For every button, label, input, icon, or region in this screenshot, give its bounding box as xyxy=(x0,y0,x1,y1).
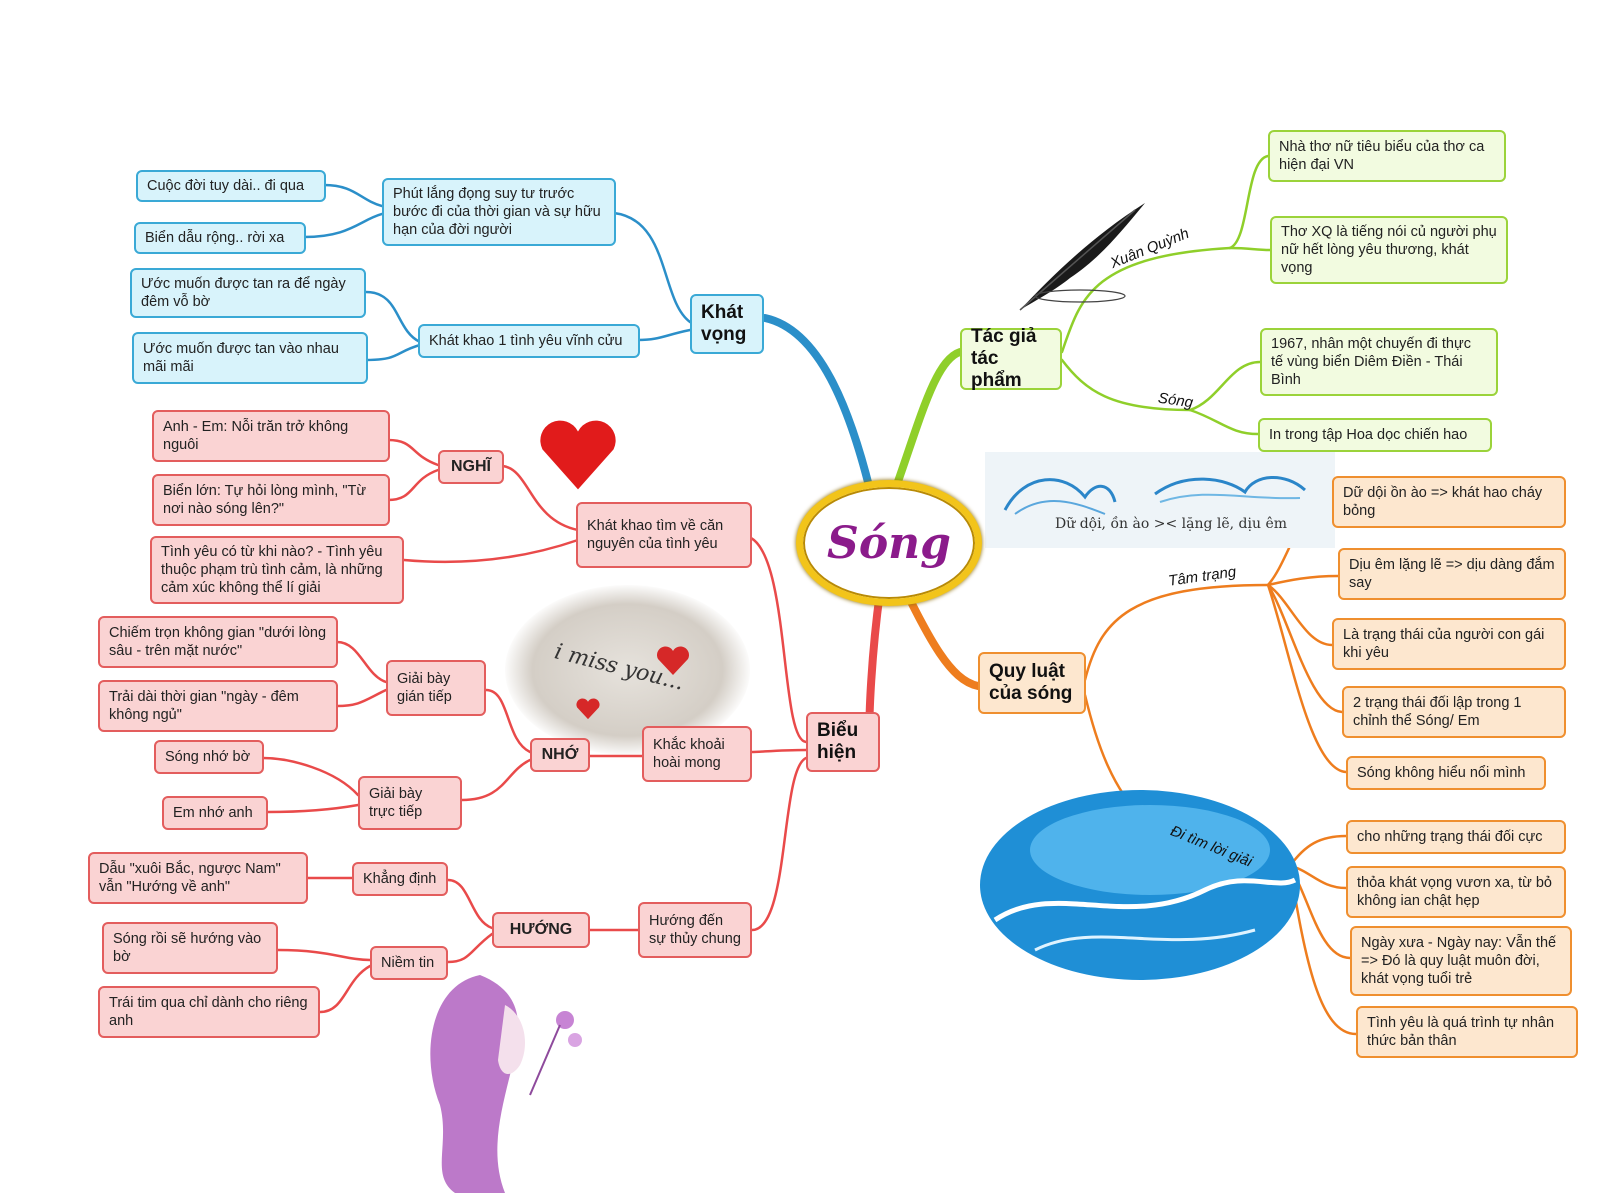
mood-item-1[interactable]: Dữ dội ồn ào => khát hao cháy bỏng xyxy=(1332,476,1566,528)
work-item-1-text: 1967, nhân một chuyến đi thực tế vùng bi… xyxy=(1271,336,1471,388)
indirect-node[interactable]: Giải bày gián tiếp xyxy=(386,660,486,716)
answer-item-4[interactable]: Tình yêu là quá trình tự nhân thức bản t… xyxy=(1356,1006,1578,1058)
mood-item-5[interactable]: Sóng không hiểu nổi mình xyxy=(1346,756,1546,790)
nghi-text: NGHĨ xyxy=(451,458,491,475)
indirect-item-2-text: Trải dài thời gian "ngày - đêm không ngủ… xyxy=(109,689,299,723)
direction-node[interactable]: Hướng đến sự thủy chung xyxy=(638,902,752,958)
belief-text: Niềm tin xyxy=(381,955,435,971)
nghi-item-1-text: Anh - Em: Nỗi trăn trở không nguôi xyxy=(163,419,349,453)
huong-node[interactable]: HƯỚNG xyxy=(492,912,590,948)
moment-item-2[interactable]: Biển dẫu rộng.. rời xa xyxy=(134,222,306,254)
wave-sketch-icon xyxy=(1003,476,1307,515)
girl-flower-icon xyxy=(430,975,582,1193)
mood-item-1-text: Dữ dội ồn ào => khát hao cháy bỏng xyxy=(1343,485,1543,519)
tac-gia-title: Tác giả tác phẩm xyxy=(971,326,1037,391)
heart-icon xyxy=(576,698,600,720)
wave-caption-text: Dữ dội, ồn ào >< lặng lẽ, dịu êm xyxy=(1055,516,1288,532)
longing-node[interactable]: Khắc khoải hoài mong xyxy=(642,726,752,782)
nghi-item-1[interactable]: Anh - Em: Nỗi trăn trở không nguôi xyxy=(152,410,390,462)
belief-item-1-text: Sóng rồi sẽ hướng vào bờ xyxy=(113,931,262,965)
direct-item-1[interactable]: Sóng nhớ bờ xyxy=(154,740,264,774)
moment-text: Phút lắng đọng suy tư trước bước đi của … xyxy=(393,186,601,238)
affirm-item-text: Dẫu "xuôi Bắc, ngược Nam" vẫn "Hướng về … xyxy=(99,861,281,895)
indirect-item-1-text: Chiếm trọn không gian "dưới lòng sâu - t… xyxy=(109,625,327,659)
ocean-wave-icon xyxy=(980,790,1300,980)
direct-item-2[interactable]: Em nhớ anh xyxy=(162,796,268,830)
mood-item-5-text: Sóng không hiểu nổi mình xyxy=(1357,765,1526,781)
center-topic[interactable]: Sóng xyxy=(796,480,982,606)
nho-node[interactable]: NHỚ xyxy=(530,738,590,772)
indirect-item-1[interactable]: Chiếm trọn không gian "dưới lòng sâu - t… xyxy=(98,616,338,668)
love-question-node[interactable]: Tình yêu có từ khi nào? - Tình yêu thuộc… xyxy=(150,536,404,604)
tac-gia-node[interactable]: Tác giả tác phẩm xyxy=(960,326,1062,391)
author-item-2[interactable]: Thơ XQ là tiếng nói củ người phụ nữ hết … xyxy=(1270,216,1508,284)
answer-item-4-text: Tình yêu là quá trình tự nhân thức bản t… xyxy=(1367,1015,1555,1049)
nho-text: NHỚ xyxy=(541,746,579,763)
mood-item-4-text: 2 trạng thái đối lập trong 1 chỉnh thể S… xyxy=(1353,695,1522,729)
heart-icon xyxy=(657,646,689,675)
nghi-node[interactable]: NGHĨ xyxy=(438,450,504,484)
indirect-item-2[interactable]: Trải dài thời gian "ngày - đêm không ngủ… xyxy=(98,680,338,732)
bieu-hien-node[interactable]: Biểu hiện xyxy=(806,712,880,772)
affirm-item[interactable]: Dẫu "xuôi Bắc, ngược Nam" vẫn "Hướng về … xyxy=(88,852,308,904)
center-title: Sóng xyxy=(827,517,951,569)
mood-item-4[interactable]: 2 trạng thái đối lập trong 1 chỉnh thể S… xyxy=(1342,686,1566,738)
love-question-text: Tình yêu có từ khi nào? - Tình yêu thuộc… xyxy=(161,544,383,596)
direct-item-1-text: Sóng nhớ bờ xyxy=(165,749,251,765)
answer-item-1-text: cho những trạng thái đối cực xyxy=(1357,829,1543,845)
moment-item-2-text: Biển dẫu rộng.. rời xa xyxy=(145,230,285,246)
answer-item-2[interactable]: thỏa khát vọng vươn xa, từ bỏ không ian … xyxy=(1346,866,1566,918)
khat-vong-node[interactable]: Khát vọng xyxy=(690,294,764,354)
origin-node[interactable]: Khát khao tìm về căn nguyên của tình yêu xyxy=(576,502,752,568)
belief-item-1[interactable]: Sóng rồi sẽ hướng vào bờ xyxy=(102,922,278,974)
answer-item-2-text: thỏa khát vọng vươn xa, từ bỏ không ian … xyxy=(1357,875,1552,909)
answer-item-3-text: Ngày xưa - Ngày nay: Vẫn thế => Đó là qu… xyxy=(1361,935,1557,987)
huong-text: HƯỚNG xyxy=(509,921,573,938)
direct-item-2-text: Em nhớ anh xyxy=(173,805,253,821)
belief-item-2[interactable]: Trái tim qua chỉ dành cho riêng anh xyxy=(98,986,320,1038)
author-item-1-text: Nhà thơ nữ tiêu biểu của thơ ca hiện đại… xyxy=(1279,139,1485,173)
direct-text: Giải bày trực tiếp xyxy=(369,786,423,820)
feather-quill-icon xyxy=(1019,203,1145,311)
work-item-2-text: In trong tập Hoa dọc chiến hao xyxy=(1269,427,1468,443)
moment-node[interactable]: Phút lắng đọng suy tư trước bước đi của … xyxy=(382,178,616,246)
branch-tac-gia xyxy=(891,348,964,494)
quy-luat-node[interactable]: Quy luật của sóng xyxy=(978,652,1086,714)
eternal-item-1[interactable]: Ước muốn được tan ra để ngày đêm vỗ bờ xyxy=(130,268,366,318)
mood-item-2[interactable]: Dịu êm lặng lẽ => dịu dàng đắm say xyxy=(1338,548,1566,600)
belief-node[interactable]: Niềm tin xyxy=(370,946,448,980)
indirect-text: Giải bày gián tiếp xyxy=(397,671,452,705)
eternal-item-2[interactable]: Ước muốn được tan vào nhau mãi mãi xyxy=(132,332,368,384)
author-item-1[interactable]: Nhà thơ nữ tiêu biểu của thơ ca hiện đại… xyxy=(1268,130,1506,182)
quy-luat-title: Quy luật của sóng xyxy=(989,661,1073,704)
nghi-item-2-text: Biển lớn: Tự hỏi lòng mình, "Từ nơi nào … xyxy=(163,483,367,517)
affirm-node[interactable]: Khẳng định xyxy=(352,862,448,896)
eternal-item-1-text: Ước muốn được tan ra để ngày đêm vỗ bờ xyxy=(141,276,346,310)
moment-item-1-text: Cuộc đời tuy dài.. đi qua xyxy=(147,178,305,194)
author-item-2-text: Thơ XQ là tiếng nói củ người phụ nữ hết … xyxy=(1281,224,1497,276)
mood-item-2-text: Dịu êm lặng lẽ => dịu dàng đắm say xyxy=(1349,557,1555,591)
longing-text: Khắc khoải hoài mong xyxy=(653,737,725,771)
origin-text: Khát khao tìm về căn nguyên của tình yêu xyxy=(587,518,724,552)
answer-item-1[interactable]: cho những trạng thái đối cực xyxy=(1346,820,1566,854)
direction-text: Hướng đến sự thủy chung xyxy=(649,913,741,947)
answer-item-3[interactable]: Ngày xưa - Ngày nay: Vẫn thế => Đó là qu… xyxy=(1350,926,1572,996)
branch-khat-vong xyxy=(761,314,874,494)
mood-item-3-text: Là trạng thái của người con gái khi yêu xyxy=(1343,627,1545,661)
direct-node[interactable]: Giải bày trực tiếp xyxy=(358,776,462,830)
belief-item-2-text: Trái tim qua chỉ dành cho riêng anh xyxy=(109,995,308,1029)
affirm-text: Khẳng định xyxy=(363,871,437,887)
moment-item-1[interactable]: Cuộc đời tuy dài.. đi qua xyxy=(136,170,326,202)
eternal-node[interactable]: Khát khao 1 tình yêu vĩnh cửu xyxy=(418,324,640,358)
eternal-item-2-text: Ước muốn được tan vào nhau mãi mãi xyxy=(143,341,339,375)
mood-item-3[interactable]: Là trạng thái của người con gái khi yêu xyxy=(1332,618,1566,670)
nghi-item-2[interactable]: Biển lớn: Tự hỏi lòng mình, "Từ nơi nào … xyxy=(152,474,390,526)
khat-vong-title: Khát vọng xyxy=(701,302,747,345)
bieu-hien-title: Biểu hiện xyxy=(817,720,859,763)
wave-sketch-image: Dữ dội, ồn ào >< lặng lẽ, dịu êm xyxy=(985,452,1335,548)
work-item-2[interactable]: In trong tập Hoa dọc chiến hao xyxy=(1258,418,1492,452)
heart-icon xyxy=(540,420,616,490)
eternal-text: Khát khao 1 tình yêu vĩnh cửu xyxy=(429,333,623,349)
work-item-1[interactable]: 1967, nhân một chuyến đi thực tế vùng bi… xyxy=(1260,328,1498,396)
